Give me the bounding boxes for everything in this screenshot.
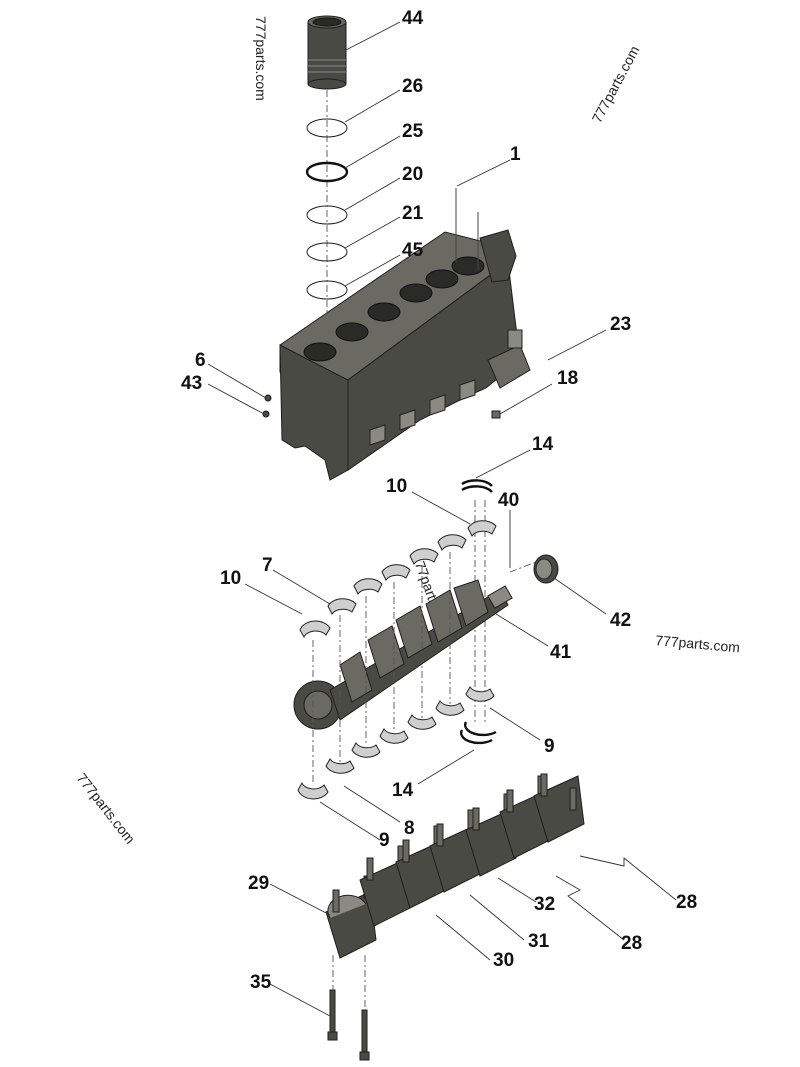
thrust-washer [461,479,493,487]
thrust-washer [461,485,493,493]
callout-9-right: 9 [544,736,555,757]
callout-40: 40 [498,490,519,511]
callout-9-left: 9 [379,830,390,851]
callout-20: 20 [402,164,423,185]
callout-25: 25 [402,121,424,142]
dowel [491,410,501,419]
seal-ring [306,280,348,300]
plug [262,410,270,418]
callout-32: 32 [534,894,555,915]
callout-1: 1 [510,144,521,165]
crankshaft-gear [533,554,559,584]
cap-bolts [327,989,370,1061]
callout-14-lower: 14 [392,780,414,801]
lower-bearing-shells [297,686,495,800]
callout-41: 41 [550,642,572,663]
main-bearing-caps [325,773,585,959]
watermark: 777parts.com [589,43,643,125]
callout-10-lower: 10 [220,568,241,589]
callout-18: 18 [557,368,578,389]
watermark: 777parts.com [74,770,139,847]
callout-31: 31 [528,931,550,952]
callout-26: 26 [402,76,423,97]
callout-10-upper: 10 [386,476,407,497]
cylinder-liner [307,15,347,90]
upper-bearing-shells [299,520,497,639]
callout-21: 21 [402,203,424,224]
callout-28-right: 28 [676,892,697,913]
thrust-washer [464,721,497,737]
callout-45: 45 [402,240,424,261]
callout-7: 7 [262,555,273,576]
callout-29: 29 [248,873,269,894]
crankshaft [293,579,513,730]
thrust-washer [460,729,493,745]
callout-28-left: 28 [621,933,642,954]
callout-6: 6 [195,350,206,371]
cylinder-block [279,229,531,481]
seal-ring [306,205,348,225]
callout-labels: 44 26 25 20 21 45 1 23 18 6 43 14 10 40 … [181,8,697,993]
callout-43: 43 [181,373,202,394]
callout-42: 42 [610,610,631,631]
seal-ring [306,118,348,138]
seal-ring [305,161,349,183]
callout-30: 30 [493,950,514,971]
leader-lines [207,21,677,1017]
callout-23: 23 [610,314,631,335]
callout-44: 44 [402,8,424,29]
plug [264,394,272,402]
callout-8: 8 [404,818,415,839]
callout-14-upper: 14 [532,434,554,455]
watermark: 777parts.com [253,16,269,101]
seal-ring [306,242,348,262]
watermark: 777parts.com [655,632,741,655]
callout-35: 35 [250,972,272,993]
